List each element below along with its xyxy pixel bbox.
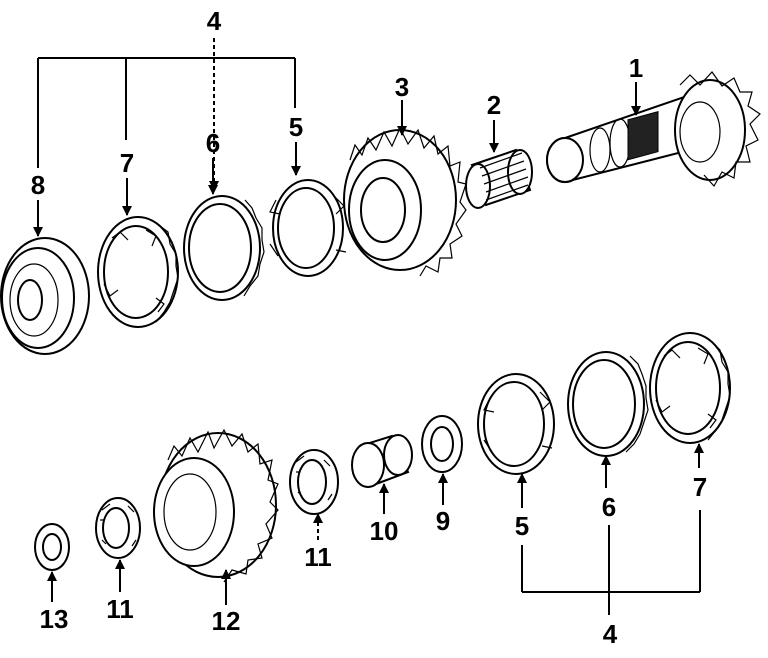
part-1-input-shaft <box>546 71 761 188</box>
part-2-needle-bearing <box>465 148 533 209</box>
label-6-top: 6 <box>206 128 220 158</box>
part-5-blocker-ring-top <box>269 179 347 277</box>
part-5-blocker-ring-bottom <box>477 373 555 475</box>
label-4-bottom: 4 <box>603 619 618 649</box>
part-13-thrust-washer <box>34 523 70 571</box>
label-9: 9 <box>436 506 450 536</box>
callout-labels: 1 2 3 4 5 6 7 8 5 6 7 4 9 10 11 11 12 13 <box>31 6 707 649</box>
part-11-bearing-left <box>95 497 141 559</box>
part-6-synchro-ring-top <box>183 195 265 301</box>
label-10: 10 <box>370 516 399 546</box>
callout-arrows <box>33 82 704 605</box>
callout-bracket-4-bottom <box>521 510 701 615</box>
label-1: 1 <box>629 53 643 83</box>
label-7-top: 7 <box>120 148 134 178</box>
part-9-thrust-washer <box>421 415 463 473</box>
label-5-bottom: 5 <box>515 511 529 541</box>
label-8: 8 <box>31 170 45 200</box>
label-11-middle: 11 <box>304 542 332 572</box>
label-3: 3 <box>395 72 409 102</box>
part-12-helical-gear <box>153 428 279 583</box>
part-10-sleeve <box>351 434 413 488</box>
part-7-synchro-ring-top <box>97 216 179 328</box>
part-8-synchro-hub <box>0 237 90 355</box>
part-11-bearing-middle <box>289 449 339 515</box>
part-3-gear <box>343 126 467 277</box>
part-7-synchro-ring-bottom <box>649 332 731 444</box>
label-5-top: 5 <box>289 112 303 142</box>
label-2: 2 <box>487 90 501 120</box>
callout-bracket-4-top <box>37 38 296 191</box>
part-6-synchro-ring-bottom <box>567 351 649 457</box>
label-7-bottom: 7 <box>693 472 707 502</box>
label-11-left: 11 <box>106 594 134 624</box>
label-6-bottom: 6 <box>602 492 616 522</box>
label-4-top: 4 <box>207 6 222 36</box>
label-12: 12 <box>212 606 241 636</box>
label-13: 13 <box>40 604 69 634</box>
